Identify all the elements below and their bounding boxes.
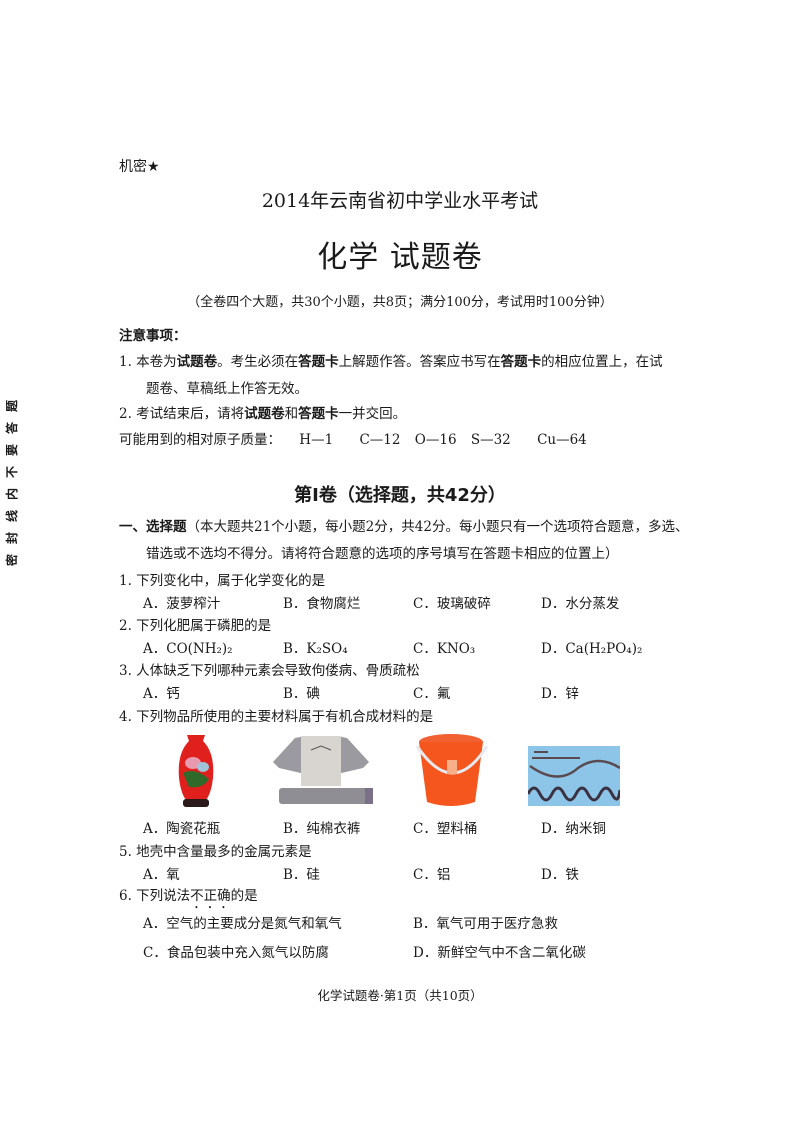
q3-option-b: B．碘 <box>283 686 320 702</box>
question-6-stem: 6. 下列说法不正确的是 <box>119 884 258 912</box>
margin-char: 要 <box>5 444 19 457</box>
section-desc: （本大题共21个小题，每小题2分，共42分。每小题只有一个选项符合题意，多选、 <box>186 519 689 535</box>
atomic-label: 可能用到的相对原子质量： <box>119 432 281 448</box>
margin-char: 密 <box>5 554 19 567</box>
section-instructions-cont: 错选或不选均不得分。请将符合题意的选项的序号填写在答题卡相应的位置上） <box>146 546 619 562</box>
question-1-stem: 1. 下列变化中，属于化学变化的是 <box>119 573 326 589</box>
page-footer: 化学试题卷·第1页（共10页） <box>317 988 483 1003</box>
q6-option-c: C．食品包装中充入氮气以防腐 <box>143 945 329 961</box>
q1-option-a: A．菠萝榨汁 <box>143 596 221 612</box>
q5-option-a: A．氧 <box>143 867 180 883</box>
part1-title: 第Ⅰ卷（选择题，共42分） <box>294 485 506 506</box>
plastic-bucket-image <box>415 734 489 806</box>
q4-option-b: B．纯棉衣裤 <box>283 821 361 837</box>
note-text: 上解题作答。答案应书写在 <box>338 354 501 370</box>
note-bold: 答题卡 <box>500 354 542 370</box>
note-item-1: 1. 本卷为试题卷。考生必须在答题卡上解题作答。答案应书写在答题卡的相应位置上，… <box>119 350 663 370</box>
q6-option-b: B．氧气可用于医疗急救 <box>413 916 558 932</box>
confidential-mark: 机密★ <box>119 159 160 175</box>
q2-option-b: B．K₂SO₄ <box>283 641 348 657</box>
atomic-mass: C—12 <box>359 432 401 448</box>
q4-option-a: A．陶瓷花瓶 <box>143 821 221 837</box>
q5-option-b: B．硅 <box>283 867 320 883</box>
q2-option-a: A．CO(NH₂)₂ <box>143 641 233 657</box>
q5-option-c: C．铝 <box>413 867 451 883</box>
stem-text: 的是 <box>230 888 258 904</box>
q2-option-c: C．KNO₃ <box>413 641 476 657</box>
nano-copper-image <box>528 746 620 806</box>
atomic-mass: H—1 <box>299 432 334 448</box>
question-3-stem: 3. 人体缺乏下列哪种元素会导致佝偻病、骨质疏松 <box>119 663 420 679</box>
subject-title: 化学 试题卷 <box>317 240 483 275</box>
exam-title: 2014年云南省初中学业水平考试 <box>261 190 539 212</box>
porcelain-vase-image <box>178 735 214 807</box>
note-text: 和 <box>284 406 299 422</box>
emphasized-text: 不正确 <box>190 888 231 904</box>
question-5-stem: 5. 地壳中含量最多的金属元素是 <box>119 844 312 860</box>
q1-option-c: C．玻璃破碎 <box>413 596 491 612</box>
note-text: 2. 考试结束后，请将 <box>119 406 245 422</box>
note-text: 一并交回。 <box>338 406 407 422</box>
q3-option-d: D．锌 <box>541 686 579 702</box>
note-item-2: 2. 考试结束后，请将试题卷和答题卡一并交回。 <box>119 402 406 422</box>
atomic-mass: S—32 <box>470 432 511 448</box>
q1-option-d: D．水分蒸发 <box>541 596 620 612</box>
note-text: 的相应位置上，在试 <box>541 354 663 370</box>
q1-option-b: B．食物腐烂 <box>283 596 361 612</box>
note-bold: 试题卷 <box>176 354 218 370</box>
margin-char: 不 <box>5 466 19 479</box>
q4-option-d: D．纳米铜 <box>541 821 606 837</box>
q2-option-d: D．Ca(H₂PO₄)₂ <box>541 641 643 657</box>
exam-summary: （全卷四个大题，共30个小题，共8页；满分100分，考试用时100分钟） <box>187 295 613 310</box>
margin-char: 封 <box>5 532 19 545</box>
q6-option-d: D．新鲜空气中不含二氧化碳 <box>413 945 586 961</box>
q4-option-c: C．塑料桶 <box>413 821 478 837</box>
cotton-pajamas-image <box>273 736 373 804</box>
q5-option-d: D．铁 <box>541 867 579 883</box>
note-bold: 试题卷 <box>244 406 285 422</box>
margin-char: 题 <box>5 400 19 413</box>
margin-char: 答 <box>5 422 19 435</box>
question-4-stem: 4. 下列物品所使用的主要材料属于有机合成材料的是 <box>119 709 434 725</box>
q3-option-c: C．氟 <box>413 686 451 702</box>
section-instructions: 一、选择题（本大题共21个小题，每小题2分，共42分。每小题只有一个选项符合题意… <box>119 515 688 535</box>
q3-option-a: A．钙 <box>143 686 180 702</box>
atomic-mass: O—16 <box>414 432 457 448</box>
note-text: 1. 本卷为 <box>119 354 177 370</box>
note-bold: 答题卡 <box>298 406 339 422</box>
stem-text: 6. 下列说法 <box>119 888 191 904</box>
note-text: 。考生必须在 <box>217 354 299 370</box>
q6-option-a: A．空气的主要成分是氮气和氧气 <box>143 916 342 932</box>
margin-char: 线 <box>5 510 19 523</box>
question-2-stem: 2. 下列化肥属于磷肥的是 <box>119 618 272 634</box>
note-item-1-cont: 题卷、草稿纸上作答无效。 <box>146 381 308 397</box>
atomic-mass: Cu—64 <box>537 432 587 448</box>
atomic-masses-line: 可能用到的相对原子质量： H—1 C—12 O—16 S—32 Cu—64 <box>119 428 587 448</box>
section-label: 一、选择题 <box>119 519 187 535</box>
notes-heading: 注意事项： <box>119 328 187 344</box>
note-bold: 答题卡 <box>298 354 339 370</box>
